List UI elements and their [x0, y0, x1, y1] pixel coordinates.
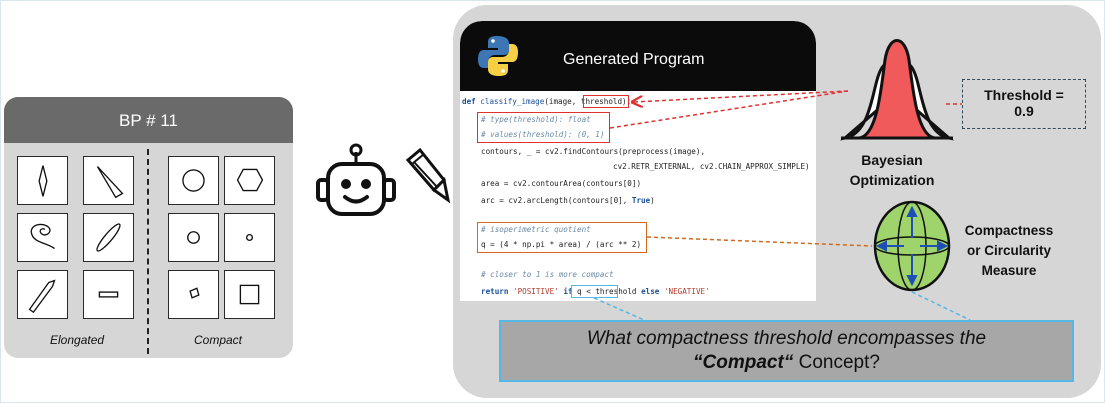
code-line-quotient: q = (4 * np.pi * area) / (arc ** 2)	[481, 240, 642, 249]
code-line-return: return 'POSITIVE' if q < threshold else …	[481, 287, 710, 296]
code-arc-call: arc = cv2.arcLength(contours[0],	[481, 196, 632, 205]
code-line-arc: arc = cv2.arcLength(contours[0], True)	[481, 196, 655, 205]
code-line-contours: contours, _ = cv2.findContours(preproces…	[481, 147, 706, 156]
threshold-value-box: Threshold = 0.9	[962, 79, 1086, 129]
elongated-shape-diamond	[17, 156, 68, 205]
bayes-label: Bayesian Optimization	[842, 150, 942, 190]
elongated-shape-bar	[83, 270, 134, 319]
threshold-value: 0.9	[1014, 103, 1034, 119]
code-line-contours-args: cv2.RETR_EXTERNAL, cv2.CHAIN_APPROX_SIMP…	[613, 162, 810, 171]
compact-shape-dot	[224, 213, 275, 262]
quotient-highlight	[477, 222, 647, 253]
code-line-compact-comment: # closer to 1 is more compact	[481, 270, 614, 279]
code-line-values-comment: # values(threshold): (0, 1)	[481, 130, 605, 139]
code-positive: 'POSITIVE'	[513, 287, 559, 296]
elongated-shape-curl	[17, 213, 68, 262]
elongated-label: Elongated	[50, 333, 105, 347]
code-else: else	[641, 287, 660, 296]
bongard-panel: BP # 11 Elongated Compact	[4, 97, 293, 358]
code-negative: 'NEGATIVE'	[663, 287, 710, 296]
sphere-icon	[873, 200, 951, 292]
compact-shape-quad	[168, 270, 219, 319]
code-threshold-ref: threshold	[595, 287, 637, 296]
code-paren-close: )	[650, 196, 655, 205]
code-title: Generated Program	[563, 51, 705, 68]
compactness-label-line1: Compactness	[964, 223, 1054, 238]
compactness-label-line2: or Circularity	[966, 243, 1052, 258]
code-args: (image,	[544, 97, 581, 106]
compact-label: Compact	[194, 333, 243, 347]
python-logo-icon	[478, 36, 518, 76]
elongated-shape-wedge	[83, 156, 134, 205]
code-header: Generated Program	[460, 21, 816, 91]
question-suffix: Concept?	[793, 352, 880, 373]
compact-shape-hexagon	[224, 156, 275, 205]
code-window: Generated Program	[460, 21, 816, 301]
threshold-ref-highlight	[571, 285, 618, 298]
code-true: True	[631, 196, 651, 205]
code-line-type-comment: # type(threshold): float	[481, 115, 591, 124]
bongard-title: BP # 11	[4, 97, 293, 143]
bayes-label-line2: Optimization	[849, 172, 935, 188]
robot-icon	[316, 143, 451, 216]
bayes-label-line1: Bayesian	[861, 152, 923, 168]
bell-curve-icon	[839, 39, 955, 141]
compact-shape-square	[224, 270, 275, 319]
bongard-divider	[147, 149, 149, 354]
question-box: What compactness threshold encompasses t…	[499, 320, 1074, 382]
code-if: if	[563, 287, 573, 296]
pencil-icon	[405, 147, 451, 204]
code-compare: q <	[577, 287, 591, 296]
compact-shape-small-circle	[168, 213, 219, 262]
code-return: return	[481, 287, 509, 296]
code-line-iso-comment: # isoperimetric quotient	[481, 225, 591, 234]
code-function-name: classify_image	[480, 97, 545, 106]
threshold-type-highlight	[477, 112, 610, 143]
code-param-threshold: threshold	[580, 97, 623, 106]
code-line-area: area = cv2.contourArea(contours[0])	[481, 179, 642, 188]
compact-shape-circle	[168, 156, 219, 205]
compactness-label-line3: Measure	[981, 263, 1037, 278]
threshold-param-highlight	[583, 95, 629, 108]
compactness-label: Compactness or Circularity Measure	[951, 221, 1067, 281]
question-concept: “Compact“	[693, 352, 794, 373]
code-keyword: def	[462, 97, 476, 106]
question-line2: “Compact“ Concept?	[501, 352, 1072, 374]
threshold-label: Threshold =	[984, 87, 1064, 103]
question-line1: What compactness threshold encompasses t…	[586, 328, 987, 349]
elongated-shape-ellipse	[83, 213, 134, 262]
elongated-shape-arrow	[17, 270, 68, 319]
